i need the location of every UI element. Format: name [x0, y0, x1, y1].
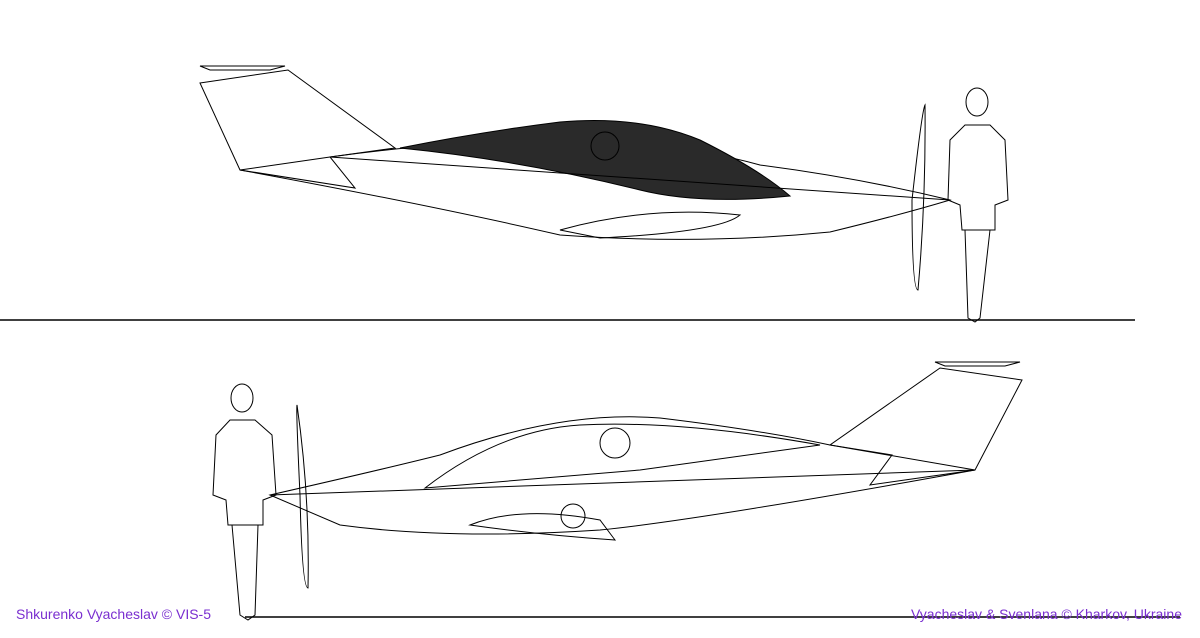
tail-plane — [934, 361, 1021, 367]
propeller — [911, 103, 926, 291]
pilot-head — [599, 427, 631, 459]
wing-root — [468, 513, 617, 541]
propeller — [296, 404, 309, 589]
aircraft-side-view-left — [212, 361, 1180, 621]
aircraft-side-view-right — [0, 65, 1135, 323]
tail-plane — [199, 65, 286, 71]
tail-fin — [199, 69, 397, 189]
pilot-head — [590, 131, 620, 161]
canopy — [423, 423, 821, 489]
fuselage — [268, 416, 976, 535]
canopy — [399, 120, 792, 200]
wheel — [560, 503, 586, 529]
person-figure — [947, 87, 1009, 323]
tail-fin — [828, 367, 1023, 486]
fuselage-line — [329, 156, 951, 201]
caption-author: Shkurenko Vyacheslav © VIS-5 — [16, 606, 212, 622]
wing-root — [559, 211, 742, 239]
fuselage-line — [269, 469, 976, 496]
caption-copyright: Vyacheslav & Svenlana © Kharkov, Ukraine — [910, 606, 1182, 622]
person-figure — [212, 383, 277, 621]
